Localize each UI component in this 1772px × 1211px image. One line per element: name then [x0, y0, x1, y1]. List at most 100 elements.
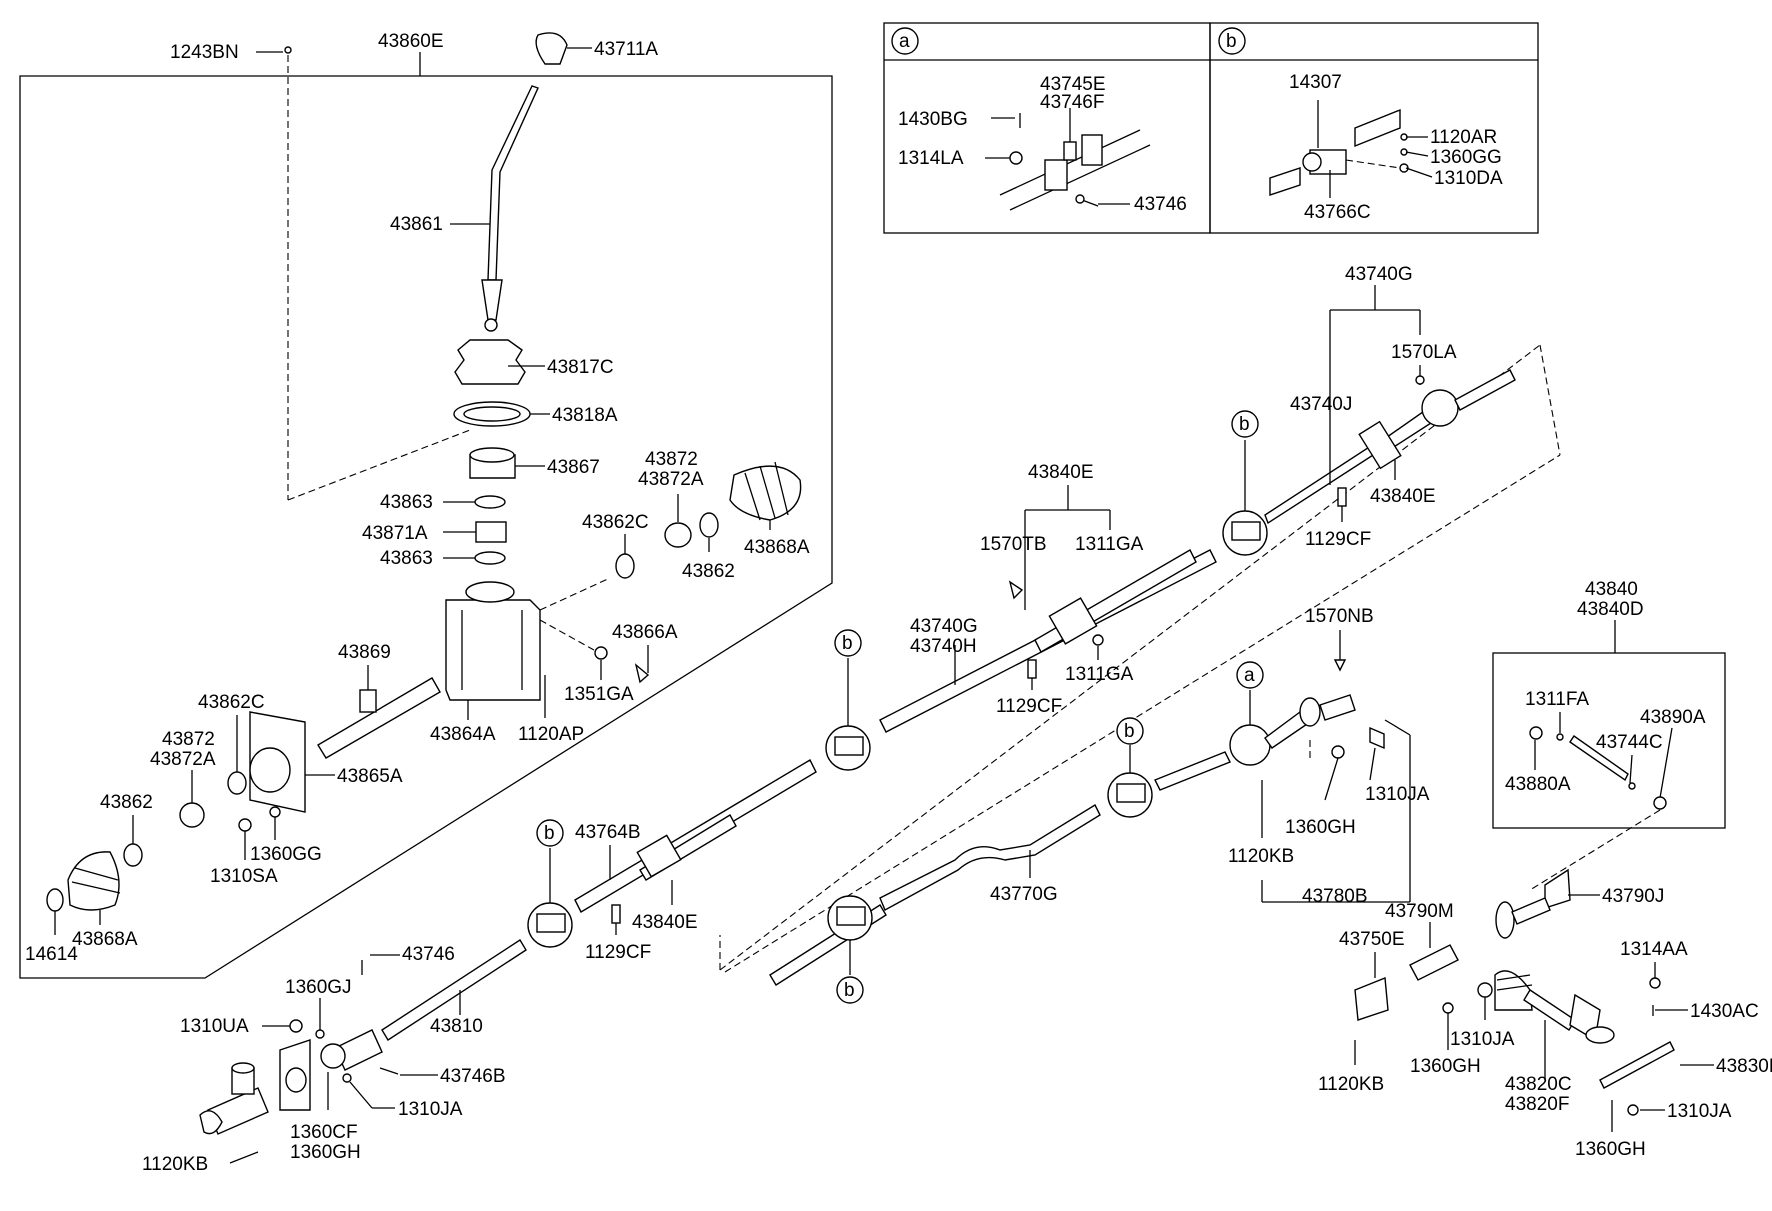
label-1243BN: 1243BN	[170, 42, 239, 63]
label-43872A-b: 43872A	[150, 749, 216, 770]
label-43746: 43746	[1134, 194, 1187, 215]
label-1310JA-c: 1310JA	[1667, 1101, 1732, 1122]
label-43840E-c: 43840E	[632, 912, 698, 933]
label-43840: 43840	[1585, 579, 1638, 600]
detail-box-a-letter: a	[899, 31, 910, 52]
label-43866A: 43866A	[612, 622, 678, 643]
label-1120AR: 1120AR	[1430, 127, 1497, 148]
label-43840E-b: 43840E	[1028, 462, 1094, 483]
label-43745E: 43745E	[1040, 74, 1106, 95]
label-43863-a: 43863	[380, 492, 433, 513]
label-1310JA-d: 1310JA	[398, 1099, 463, 1120]
label-43890A: 43890A	[1640, 707, 1706, 728]
label-43830D: 43830D	[1716, 1056, 1772, 1077]
shift-shaft-run: 43740G 1570LA 43740J 43840E 1129CF b 438…	[142, 264, 1561, 1175]
label-43862C-a: 43862C	[582, 512, 649, 533]
label-1351GA: 1351GA	[564, 684, 634, 705]
label-1311FA: 1311FA	[1525, 689, 1589, 710]
detail-box-b: b 14307 1120AR 1360GG 1310DA 43766C	[1209, 22, 1539, 234]
label-43840E-a: 43840E	[1370, 486, 1436, 507]
label-14614: 14614	[25, 944, 78, 965]
label-1310JA-b: 1310JA	[1450, 1029, 1515, 1050]
label-43860E: 43860E	[378, 31, 444, 52]
label-43780B: 43780B	[1302, 886, 1368, 907]
label-43810: 43810	[430, 1016, 483, 1037]
label-1120KB-b: 1120KB	[1318, 1074, 1384, 1095]
label-43820F: 43820F	[1505, 1094, 1569, 1115]
label-43863-b: 43863	[380, 548, 433, 569]
label-43820C: 43820C	[1505, 1074, 1572, 1095]
label-14307: 14307	[1289, 72, 1342, 93]
callout-b-1: b	[1239, 414, 1250, 435]
label-43790M: 43790M	[1385, 901, 1454, 922]
label-1360GH-b: 1360GH	[1410, 1056, 1481, 1077]
label-1310UA: 1310UA	[180, 1016, 249, 1037]
label-1129CF-b: 1129CF	[996, 696, 1062, 717]
label-1129CF-c: 1129CF	[585, 942, 651, 963]
label-1360CF: 1360CF	[290, 1122, 358, 1143]
callout-b-5: b	[1124, 721, 1135, 742]
label-43865A: 43865A	[337, 766, 403, 787]
label-43840D: 43840D	[1577, 599, 1644, 620]
label-1360GG-b: 1360GG	[1430, 147, 1502, 168]
label-1310JA-a: 1310JA	[1365, 784, 1430, 805]
label-1360GH-a: 1360GH	[1285, 817, 1356, 838]
label-1360GG: 1360GG	[250, 844, 322, 865]
label-43766C: 43766C	[1304, 202, 1371, 223]
callout-a-1: a	[1244, 665, 1255, 686]
label-1360GJ: 1360GJ	[285, 977, 352, 998]
label-43872-b: 43872	[162, 729, 215, 750]
label-1310DA: 1310DA	[1434, 168, 1503, 189]
label-1129CF-a: 1129CF	[1305, 529, 1371, 550]
label-43818A: 43818A	[552, 405, 618, 426]
label-43861: 43861	[390, 214, 443, 235]
detail-box-b-letter: b	[1226, 31, 1237, 52]
label-43868A-a: 43868A	[744, 537, 810, 558]
label-43871A: 43871A	[362, 523, 428, 544]
label-43770G: 43770G	[990, 884, 1058, 905]
label-43711A: 43711A	[594, 39, 658, 60]
detail-box-a: a 43745E 43746F 1430BG 1314LA 43746	[883, 22, 1211, 234]
linkage-run: b 43770G b a 1570NB 1120KB 1360GH 1310JA	[769, 606, 1430, 1004]
label-1360GH-d: 1360GH	[290, 1142, 361, 1163]
label-43746B: 43746B	[440, 1066, 506, 1087]
lower-right-assembly: 43790J 43820C 43820F 1314AA 1430AC 43830…	[1318, 868, 1772, 1160]
label-1311GA-a: 1311GA	[1075, 534, 1144, 555]
label-43880A: 43880A	[1505, 774, 1571, 795]
label-1314AA: 1314AA	[1620, 939, 1688, 960]
label-43868A-b: 43868A	[72, 929, 138, 950]
label-1311GA-b: 1311GA	[1065, 664, 1134, 685]
label-43862-b: 43862	[100, 792, 153, 813]
label-43869: 43869	[338, 642, 391, 663]
label-1570LA: 1570LA	[1391, 342, 1457, 363]
label-43746-a: 43746	[402, 944, 455, 965]
label-43764B: 43764B	[575, 822, 641, 843]
label-43750E: 43750E	[1339, 929, 1405, 950]
label-43740G-b: 43740G	[910, 616, 978, 637]
label-1120AP: 1120AP	[518, 724, 584, 745]
label-43744C: 43744C	[1596, 732, 1663, 753]
label-1120KB-c: 1120KB	[142, 1154, 208, 1175]
label-1570NB: 1570NB	[1305, 606, 1374, 627]
label-43862C-b: 43862C	[198, 692, 265, 713]
label-1570TB: 1570TB	[980, 534, 1047, 555]
label-1430AC: 1430AC	[1690, 1001, 1759, 1022]
callout-b-2: b	[842, 633, 853, 654]
label-43740H: 43740H	[910, 636, 977, 657]
label-43862-a: 43862	[682, 561, 735, 582]
label-43790J: 43790J	[1602, 886, 1664, 907]
pivot-assembly-box: 43840 43840D 1311FA 43890A 43744C 43880A	[1492, 579, 1726, 891]
label-43867: 43867	[547, 457, 600, 478]
label-43740G-a: 43740G	[1345, 264, 1413, 285]
label-43864A: 43864A	[430, 724, 496, 745]
label-43740J: 43740J	[1290, 394, 1352, 415]
callout-b-4: b	[844, 980, 855, 1001]
label-1310SA: 1310SA	[210, 866, 278, 887]
label-1314LA: 1314LA	[898, 148, 964, 169]
label-43872-a: 43872	[645, 449, 698, 470]
label-43746F: 43746F	[1040, 92, 1104, 113]
shift-lever-assembly: 43860E 1243BN 43711A 43861 43817C 43818A…	[19, 31, 833, 979]
callout-b-3: b	[544, 823, 555, 844]
label-1120KB-a: 1120KB	[1228, 846, 1294, 867]
